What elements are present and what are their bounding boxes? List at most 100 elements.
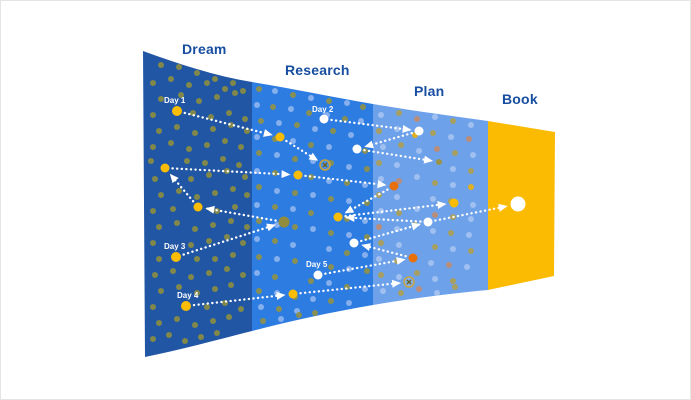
- journey-node-c4: [160, 163, 170, 173]
- journey-node-f3: [349, 238, 359, 248]
- journey-arrow-c6-c7: [344, 188, 389, 215]
- bg-dot: [272, 274, 278, 280]
- bg-dot: [224, 266, 230, 272]
- journey-arrow-f4-bk: [434, 203, 508, 222]
- bg-dot: [376, 128, 382, 134]
- bg-dot: [466, 136, 472, 142]
- bg-dot: [470, 202, 476, 208]
- bg-dot: [150, 208, 156, 214]
- bg-dot: [210, 222, 216, 228]
- bg-dot: [342, 116, 348, 122]
- bg-dot: [364, 166, 370, 172]
- bg-dot: [360, 104, 366, 110]
- bg-dot: [394, 162, 400, 168]
- bg-dot: [380, 144, 386, 150]
- bg-dot: [192, 226, 198, 232]
- bg-dot: [224, 234, 230, 240]
- bg-dot: [416, 148, 422, 154]
- bg-dot: [210, 126, 216, 132]
- bg-dot: [376, 224, 382, 230]
- bg-dot: [430, 228, 436, 234]
- bg-dot: [228, 282, 234, 288]
- bg-dot: [394, 194, 400, 200]
- bg-dot: [150, 336, 156, 342]
- bg-dot: [212, 76, 218, 82]
- bg-dot: [272, 88, 278, 94]
- bg-dot: [192, 322, 198, 328]
- bg-dot: [222, 138, 228, 144]
- bg-dot: [396, 274, 402, 280]
- day-label: Day 5: [306, 260, 328, 269]
- bg-dot: [236, 162, 242, 168]
- bg-dot: [362, 218, 368, 224]
- bg-dot: [194, 290, 200, 296]
- x-stroke: [322, 162, 328, 168]
- bg-dot: [378, 272, 384, 278]
- bg-dot: [378, 112, 384, 118]
- bg-dot: [176, 284, 182, 290]
- bg-dot: [226, 314, 232, 320]
- journey-node-c7: [333, 212, 343, 222]
- journey-node-b4: [436, 159, 442, 165]
- bg-dot: [188, 176, 194, 182]
- journey-node-f4: [423, 217, 433, 227]
- bg-dot: [414, 270, 420, 276]
- day-label: Day 2: [312, 105, 334, 114]
- bg-dot: [276, 120, 282, 126]
- bg-dot: [214, 94, 220, 100]
- bg-dot: [278, 316, 284, 322]
- bg-dot: [238, 144, 244, 150]
- bg-dot: [292, 224, 298, 230]
- journey-arrow-f2-f3: [361, 243, 407, 258]
- band-research: [252, 51, 373, 357]
- bg-dot: [452, 284, 458, 290]
- bg-dot: [212, 256, 218, 262]
- bg-dot: [254, 134, 260, 140]
- bg-dot: [348, 132, 354, 138]
- journey-arrow-f4-c7: [345, 213, 422, 223]
- journey-arrow-c5-c6: [304, 174, 387, 189]
- journey-arrow-e2-x2: [299, 279, 402, 295]
- stage-label-dream: Dream: [182, 41, 227, 57]
- bg-dot: [346, 232, 352, 238]
- bg-dot: [176, 64, 182, 70]
- bg-dot: [242, 116, 248, 122]
- bg-dot: [416, 286, 422, 292]
- bg-dot: [230, 80, 236, 86]
- bg-dot: [464, 264, 470, 270]
- bg-dot: [272, 204, 278, 210]
- bg-dot: [428, 260, 434, 266]
- bg-dot: [430, 196, 436, 202]
- bg-dot: [378, 240, 384, 246]
- bg-dot: [344, 180, 350, 186]
- bg-dot: [432, 276, 438, 282]
- bg-dot: [214, 330, 220, 336]
- bg-dot: [296, 312, 302, 318]
- bg-dot: [376, 256, 382, 262]
- bg-dot: [170, 206, 176, 212]
- bg-dot: [166, 332, 172, 338]
- journey-arrow-f3-f4: [360, 222, 421, 243]
- bg-dot: [448, 230, 454, 236]
- bg-dot: [174, 124, 180, 130]
- bg-dot: [204, 80, 210, 86]
- bg-dot: [308, 210, 314, 216]
- bg-dot: [182, 338, 188, 344]
- bg-dot: [212, 190, 218, 196]
- bg-dot: [230, 186, 236, 192]
- bg-dot: [206, 238, 212, 244]
- day-label: Day 1: [164, 96, 186, 105]
- journey-arrow-d2-b2: [330, 118, 412, 133]
- bg-dot: [204, 142, 210, 148]
- bg-dot: [398, 290, 404, 296]
- bg-dot: [346, 164, 352, 170]
- bg-dot: [328, 298, 334, 304]
- bg-dot: [192, 130, 198, 136]
- bg-dot: [362, 286, 368, 292]
- journey-nodes: [160, 106, 526, 311]
- bg-dot: [326, 280, 332, 286]
- bg-dot: [432, 212, 438, 218]
- bg-dot: [156, 224, 162, 230]
- bg-dot: [430, 130, 436, 136]
- bg-dot: [432, 180, 438, 186]
